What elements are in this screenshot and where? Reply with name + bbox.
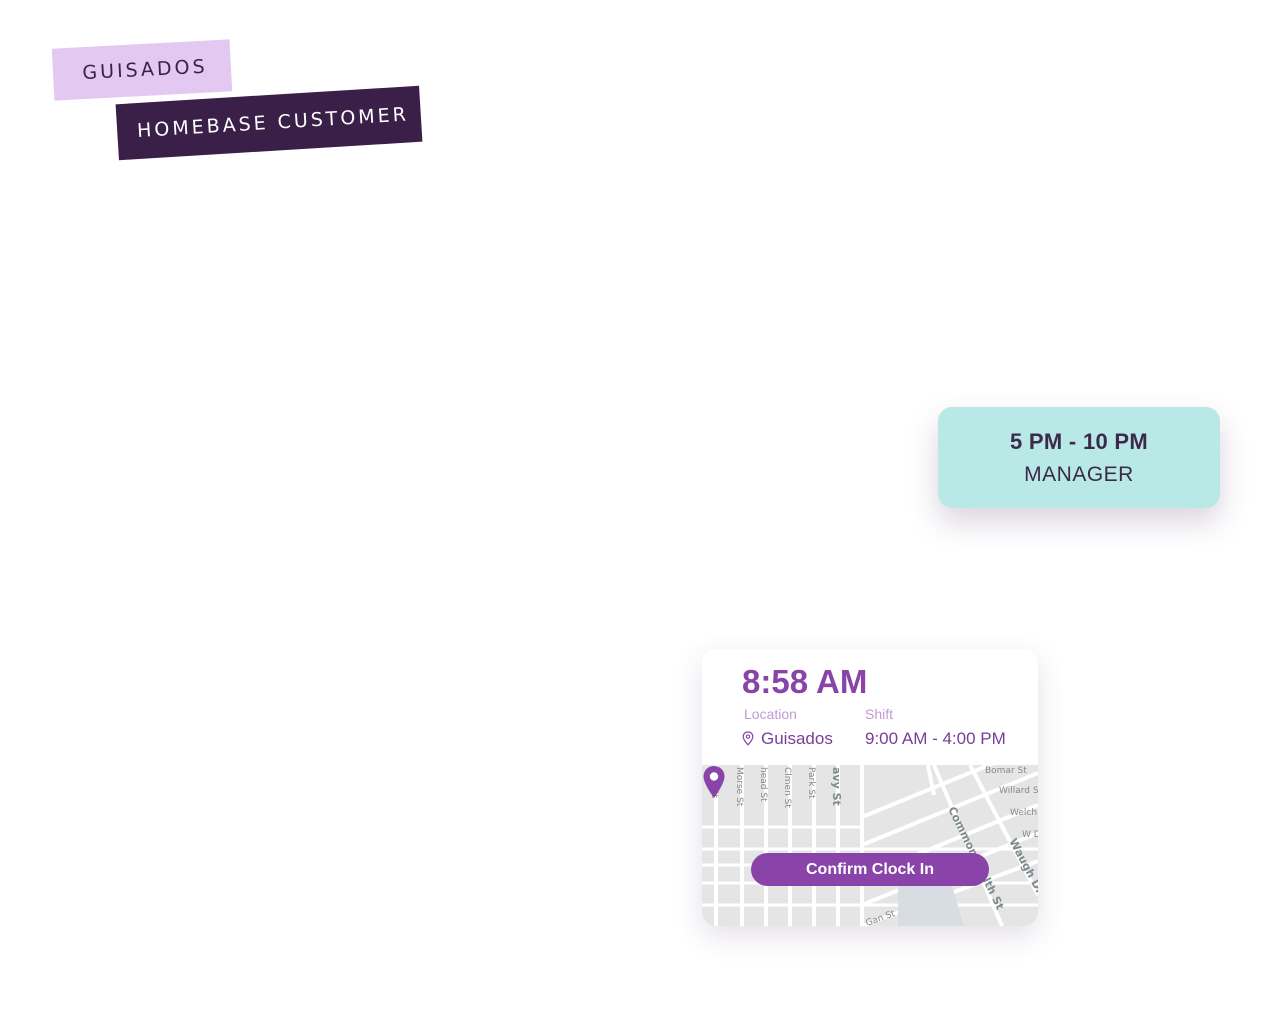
street-label: Park St	[806, 767, 816, 799]
street-label: Bomar St	[985, 766, 1027, 776]
location-pin-icon	[742, 731, 754, 746]
street-label: W D	[1022, 830, 1038, 840]
confirm-clock-in-button[interactable]: Confirm Clock In	[751, 853, 989, 886]
shift-card: 5 PM - 10 PM MANAGER	[938, 407, 1220, 508]
shift-label: Shift	[865, 706, 894, 722]
location-value: Guisados	[761, 729, 833, 748]
location-label: Location	[744, 706, 797, 722]
street-label: Clmen St	[782, 767, 792, 808]
street-label: Gan St	[865, 909, 897, 926]
street-label: avy St	[830, 767, 843, 806]
street-label: head St	[758, 767, 768, 802]
street-label: Willard St	[999, 786, 1038, 796]
street-label: Morse St	[734, 767, 744, 807]
street-label: Waugh Dr	[1006, 836, 1038, 897]
current-time: 8:58 AM	[742, 663, 868, 700]
map-location-pin-icon	[703, 766, 725, 798]
brand-tag: GUISADOS	[51, 39, 233, 101]
map-streets: Coll St Morse St head St Clmen St Park S…	[702, 765, 1038, 926]
shift-value: 9:00 AM - 4:00 PM	[865, 729, 1006, 748]
shift-time: 5 PM - 10 PM	[1009, 429, 1149, 454]
street-label: Welch	[1010, 808, 1037, 818]
shift-role: MANAGER	[1024, 463, 1134, 486]
customer-tag: HOMEBASE CUSTOMER	[115, 85, 423, 161]
clock-in-card: 8:58 AM Location Shift Guisados 9:00 AM …	[702, 649, 1038, 926]
map[interactable]: Coll St Morse St head St Clmen St Park S…	[702, 765, 1038, 926]
